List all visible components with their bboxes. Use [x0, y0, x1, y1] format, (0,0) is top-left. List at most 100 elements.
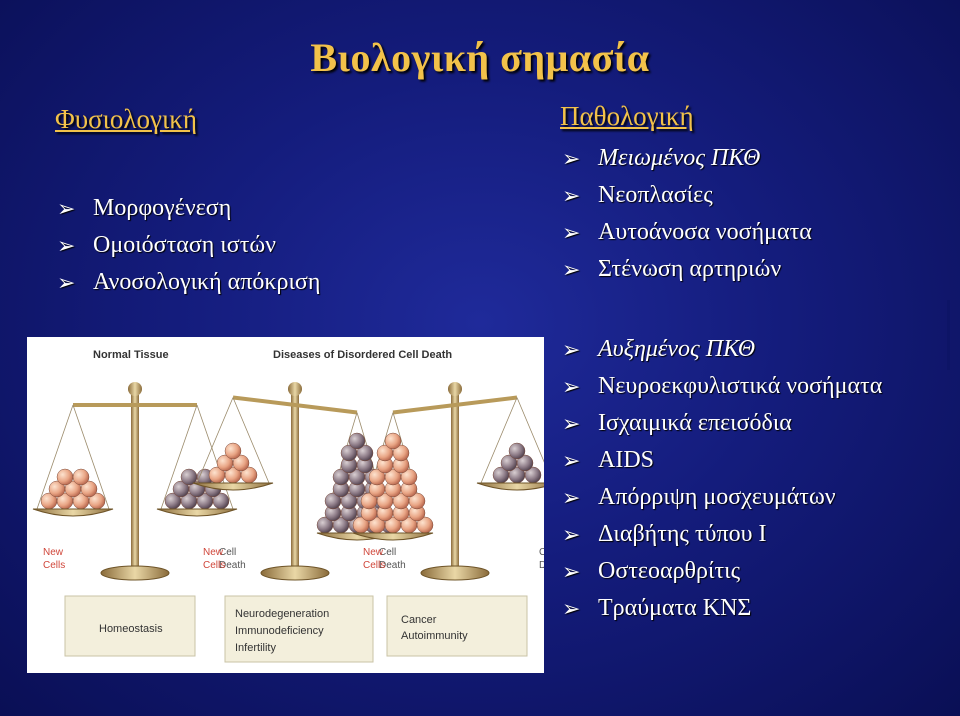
scale-1-new-label-1: New	[43, 547, 64, 558]
header-normal-tissue: Normal Tissue	[93, 349, 169, 361]
scale-1-left-chain	[36, 404, 74, 510]
scale-1-left-cell	[56, 468, 74, 486]
box-neuro-line-2: Immunodeficiency	[235, 625, 324, 637]
scales-group: NewCellsCellDeathNewCellsCellDeathNewCel…	[32, 382, 544, 581]
scale-2-death-label-2: Death	[379, 560, 406, 571]
reduced-pcd-list: ➢Μειωμένος ΠΚΘ ➢Νεοπλασίες ➢Αυτοάνοσα νο…	[560, 140, 812, 288]
box-neuro-line-1: Neurodegeneration	[235, 608, 329, 620]
arrow-bullet-icon: ➢	[562, 559, 581, 584]
list-item: ➢AIDS	[560, 442, 882, 479]
arrow-bullet-icon: ➢	[562, 337, 581, 362]
increased-pcd-list: ➢Αυξημένος ΠΚΘ ➢Νευροεκφυλιστικά νοσήματ…	[560, 331, 882, 627]
scale-2-left-chain	[232, 397, 270, 484]
arrow-bullet-icon: ➢	[562, 257, 581, 282]
list-item: ➢Νεοπλασίες	[560, 177, 812, 214]
neuro-box	[224, 595, 374, 663]
header-diseases: Diseases of Disordered Cell Death	[273, 349, 452, 361]
scale-1-right-pan	[156, 508, 238, 517]
balance-scales-illustration: Normal Tissue Diseases of Disordered Cel…	[32, 349, 544, 663]
box-homeostasis-label: Homeostasis	[99, 623, 163, 635]
scale-2-right-cell	[356, 444, 374, 462]
increased-pcd-label: ➢Αυξημένος ΠΚΘ	[560, 331, 882, 368]
scale-1-left-cell	[80, 480, 98, 498]
scale-1-death-label-2: Death	[219, 560, 246, 571]
scale-3-right-cell	[516, 454, 534, 472]
list-item: ➢Τραύματα ΚΝΣ	[560, 590, 882, 627]
list-item: ➢Απόρριψη μοσχευμάτων	[560, 479, 882, 516]
list-item: ➢Διαβήτης τύπου Ι	[560, 516, 882, 553]
scale-1-post	[131, 392, 139, 570]
scale-3-beam	[392, 395, 518, 415]
scale-2-post	[291, 392, 299, 570]
scale-2-beam	[232, 395, 358, 415]
scale-2-left-chain	[196, 397, 234, 484]
right-edge-mark	[947, 300, 950, 370]
arrow-bullet-icon: ➢	[57, 270, 76, 295]
box-cancer-line-2: Autoimmunity	[401, 630, 468, 642]
list-item: ➢Ανοσολογική απόκριση	[55, 264, 320, 301]
arrow-bullet-icon: ➢	[57, 233, 76, 258]
cancer-box	[386, 595, 528, 657]
physiological-list: ➢Μορφογένεση ➢Ομοιόσταση ιστών ➢Ανοσολογ…	[55, 190, 320, 301]
arrow-bullet-icon: ➢	[562, 485, 581, 510]
box-cancer-line-1: Cancer	[401, 614, 437, 626]
scale-1-death-label-1: Cell	[219, 547, 236, 558]
scale-3-new-label-2: Cells	[363, 560, 385, 571]
scale-3-left-pan	[352, 532, 434, 541]
scale-1-base	[100, 565, 170, 581]
scale-3-post	[451, 392, 459, 570]
scale-3-right-chain	[480, 397, 518, 484]
scale-1-right-chain	[196, 404, 234, 510]
scale-3-left-cell	[392, 444, 410, 462]
scale-2-right-cell	[348, 432, 366, 450]
scale-3-left-cell	[400, 468, 418, 486]
list-item: ➢Ισχαιμικά επεισόδια	[560, 405, 882, 442]
pathological-heading: Παθολογική	[560, 101, 694, 131]
scale-3-left-cell	[408, 492, 426, 510]
arrow-bullet-icon: ➢	[562, 183, 581, 208]
arrow-bullet-icon: ➢	[57, 196, 76, 221]
scale-1-right-chain	[160, 404, 198, 510]
arrow-bullet-icon: ➢	[562, 596, 581, 621]
scale-1-left-chain	[72, 404, 110, 510]
scale-2-left-cell	[224, 442, 242, 460]
scale-1-knob	[128, 382, 142, 396]
scale-2-knob	[288, 382, 302, 396]
scale-3-left-cell	[384, 432, 402, 450]
arrow-bullet-icon: ➢	[562, 411, 581, 436]
box-neuro-line-3: Infertility	[235, 642, 276, 654]
scale-3-death-label-2: Death	[539, 560, 544, 571]
scale-2-new-label-1: New	[203, 547, 224, 558]
scale-2-new-label-2: Cells	[203, 560, 225, 571]
scale-3-knob	[448, 382, 462, 396]
reduced-pcd-label: ➢Μειωμένος ΠΚΘ	[560, 140, 812, 177]
list-item: ➢Μορφογένεση	[55, 190, 320, 227]
scale-2-base	[260, 565, 330, 581]
scale-3-new-label-1: New	[363, 547, 384, 558]
scale-3-right-pan	[476, 482, 544, 491]
arrow-bullet-icon: ➢	[562, 220, 581, 245]
homeostasis-box	[64, 595, 196, 657]
scale-3-death-label-1: Cell	[539, 547, 544, 558]
physiological-heading: Φυσιολογική	[55, 104, 197, 134]
scale-2-death-label-1: Cell	[379, 547, 396, 558]
scale-2-left-cell	[232, 454, 250, 472]
scale-3-right-chain	[516, 397, 544, 463]
list-item: ➢Ομοιόσταση ιστών	[55, 227, 320, 264]
page-title: Βιολογική σημασία	[310, 35, 650, 80]
arrow-bullet-icon: ➢	[562, 448, 581, 473]
scale-3-right-cell	[508, 442, 526, 460]
scale-1-new-label-2: Cells	[43, 560, 65, 571]
arrow-bullet-icon: ➢	[562, 374, 581, 399]
arrow-bullet-icon: ➢	[562, 146, 581, 171]
list-item: ➢Νευροεκφυλιστικά νοσήματα	[560, 368, 882, 405]
scale-3-base	[420, 565, 490, 581]
arrow-bullet-icon: ➢	[562, 522, 581, 547]
cell-death-balance-figure: Normal Tissue Diseases of Disordered Cel…	[27, 337, 544, 673]
scale-1-left-pan	[32, 508, 114, 517]
list-item: ➢Στένωση αρτηριών	[560, 251, 812, 288]
list-item: ➢Αυτοάνοσα νοσήματα	[560, 214, 812, 251]
list-item: ➢Οστεοαρθρίτις	[560, 553, 882, 590]
scale-2-left-pan	[192, 482, 274, 491]
scale-1-left-cell	[72, 468, 90, 486]
